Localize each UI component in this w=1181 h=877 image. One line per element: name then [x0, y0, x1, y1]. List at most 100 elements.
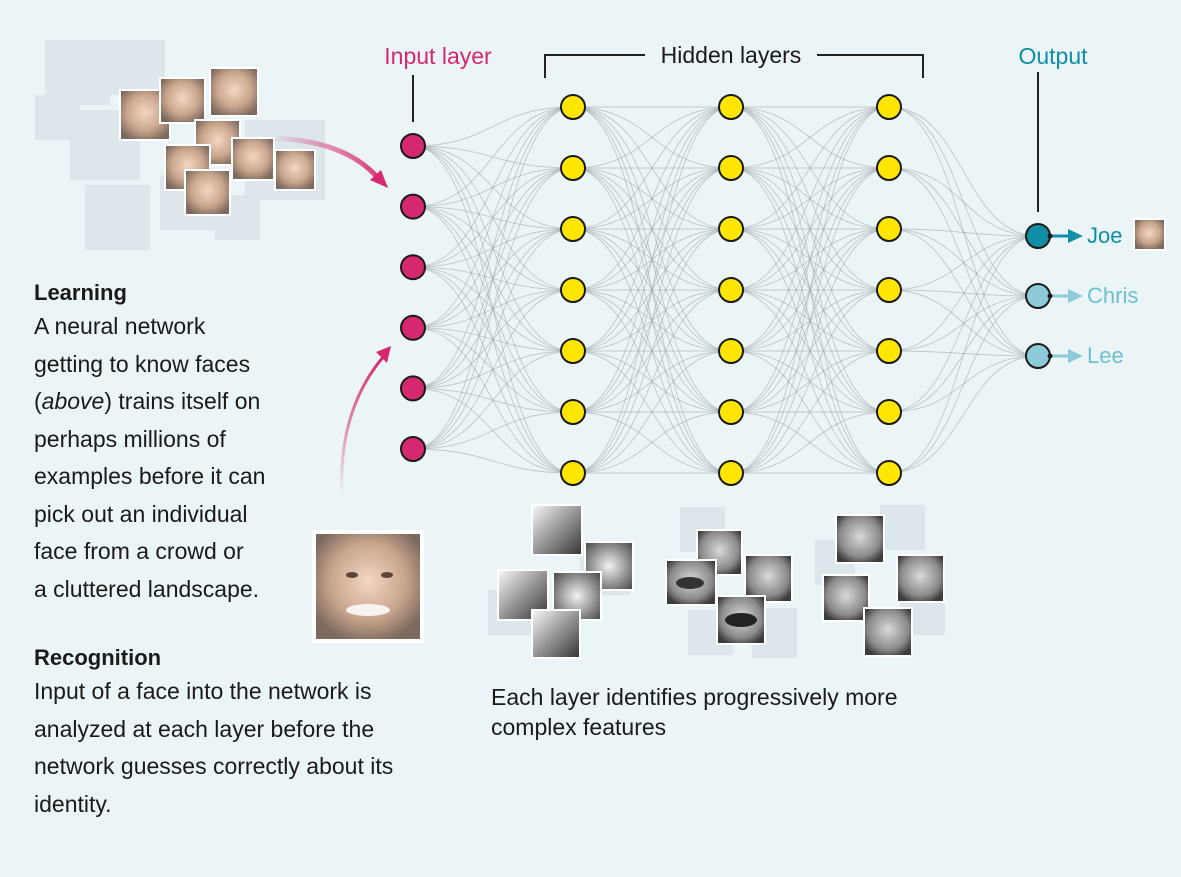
hidden-node — [718, 216, 744, 242]
connection-line — [888, 235, 1039, 474]
output-label-joe: Joe — [1087, 223, 1122, 248]
recognition-arrow — [340, 346, 391, 496]
connection-line — [730, 106, 890, 352]
output-arrow-tail — [1047, 233, 1053, 239]
connection-line — [888, 235, 1039, 352]
connection-line — [730, 289, 890, 474]
connection-line — [730, 167, 890, 474]
output-node-chris — [1025, 283, 1051, 309]
input-node — [400, 193, 426, 220]
layer1-feature-patches — [488, 504, 634, 659]
connection-line — [412, 167, 574, 450]
hidden-node — [560, 277, 586, 303]
connection-line — [572, 106, 732, 352]
hidden-layers-bracket — [544, 54, 924, 78]
hidden-node — [560, 338, 586, 364]
output-arrows — [1047, 229, 1083, 363]
hidden-node — [560, 460, 586, 486]
connection-line — [730, 411, 890, 474]
hidden-node — [876, 277, 902, 303]
learning-line: perhaps millions of — [34, 425, 226, 452]
connection-line — [572, 106, 732, 291]
connection-line — [412, 106, 574, 268]
hidden-node — [718, 399, 744, 425]
connection-line — [888, 355, 1039, 474]
hidden-node — [560, 216, 586, 242]
connection-line — [572, 106, 732, 169]
hidden-node — [718, 460, 744, 486]
learning-heading: Learning — [34, 280, 127, 305]
connection-line — [412, 448, 574, 474]
hidden-node — [560, 155, 586, 181]
recognition-face-photo — [312, 530, 424, 643]
connection-line — [412, 411, 574, 450]
connection-line — [888, 106, 1039, 237]
output-label-chris: Chris — [1087, 283, 1138, 308]
connection-line — [572, 167, 732, 474]
hidden-node — [560, 94, 586, 120]
connection-line — [572, 106, 732, 230]
input-node — [400, 133, 426, 159]
recognition-line: network guesses correctly about its — [34, 753, 394, 779]
output-node-lee — [1025, 343, 1051, 369]
input-node — [400, 436, 426, 462]
hidden-node — [876, 338, 902, 364]
joe-thumbnail — [1133, 218, 1166, 251]
connection-line — [412, 350, 574, 450]
output-arrow-tail — [1047, 353, 1053, 359]
connection-line — [412, 106, 574, 389]
output-arrow-tail — [1047, 293, 1053, 299]
connection-line — [572, 350, 732, 474]
connection-line — [412, 228, 574, 450]
output-label: Output — [1018, 43, 1088, 69]
connection-line — [888, 228, 1039, 237]
connection-line — [888, 295, 1039, 474]
learning-line: examples before it can — [34, 463, 266, 489]
hidden-node — [876, 94, 902, 120]
output-node-joe — [1025, 223, 1051, 249]
connection-line — [572, 106, 732, 413]
hidden-layers-label: Hidden layers — [661, 42, 802, 68]
input-node — [400, 314, 426, 341]
learning-line: face from a crowd or — [34, 538, 244, 564]
output-label-lee: Lee — [1087, 343, 1124, 368]
learning-line: a cluttered landscape. — [34, 575, 260, 602]
connection-line — [888, 235, 1039, 291]
connection-line — [572, 289, 732, 474]
hidden-node — [718, 155, 744, 181]
recognition-section: Recognition Input of a face into the net… — [34, 643, 454, 823]
hidden-node — [876, 399, 902, 425]
connection-line — [572, 411, 732, 474]
output-arrow-head — [1068, 229, 1083, 243]
connection-line — [730, 350, 890, 474]
hidden-node — [876, 216, 902, 242]
recognition-line: identity. — [34, 790, 112, 817]
connection-line — [730, 106, 890, 169]
connection-line — [730, 106, 890, 413]
input-node — [400, 375, 426, 402]
hidden-node — [718, 277, 744, 303]
recognition-line: Input of a face into the network is — [34, 678, 372, 704]
learning-section: Learning A neural network getting to kno… — [34, 278, 334, 608]
caption-line: complex features — [491, 714, 667, 740]
connection-line — [730, 106, 890, 291]
connection-line — [888, 167, 1039, 237]
recognition-line: analyzed at each layer before the — [34, 715, 375, 742]
learning-line: getting to know faces — [34, 350, 251, 377]
hidden-node — [718, 338, 744, 364]
connection-line — [888, 228, 1039, 357]
output-arrow-head — [1068, 289, 1083, 303]
input-node — [400, 254, 426, 281]
connection-line — [572, 106, 732, 474]
hidden-node — [718, 94, 744, 120]
network-nodes — [400, 94, 1051, 486]
output-arrow-head — [1068, 349, 1083, 363]
recognition-heading: Recognition — [34, 645, 162, 670]
connection-line — [888, 235, 1039, 413]
connection-line — [412, 106, 574, 450]
connection-line — [730, 106, 890, 230]
connection-line — [412, 106, 574, 208]
caption-line: Each layer identifies progressively more — [491, 684, 898, 710]
connection-line — [730, 228, 890, 474]
